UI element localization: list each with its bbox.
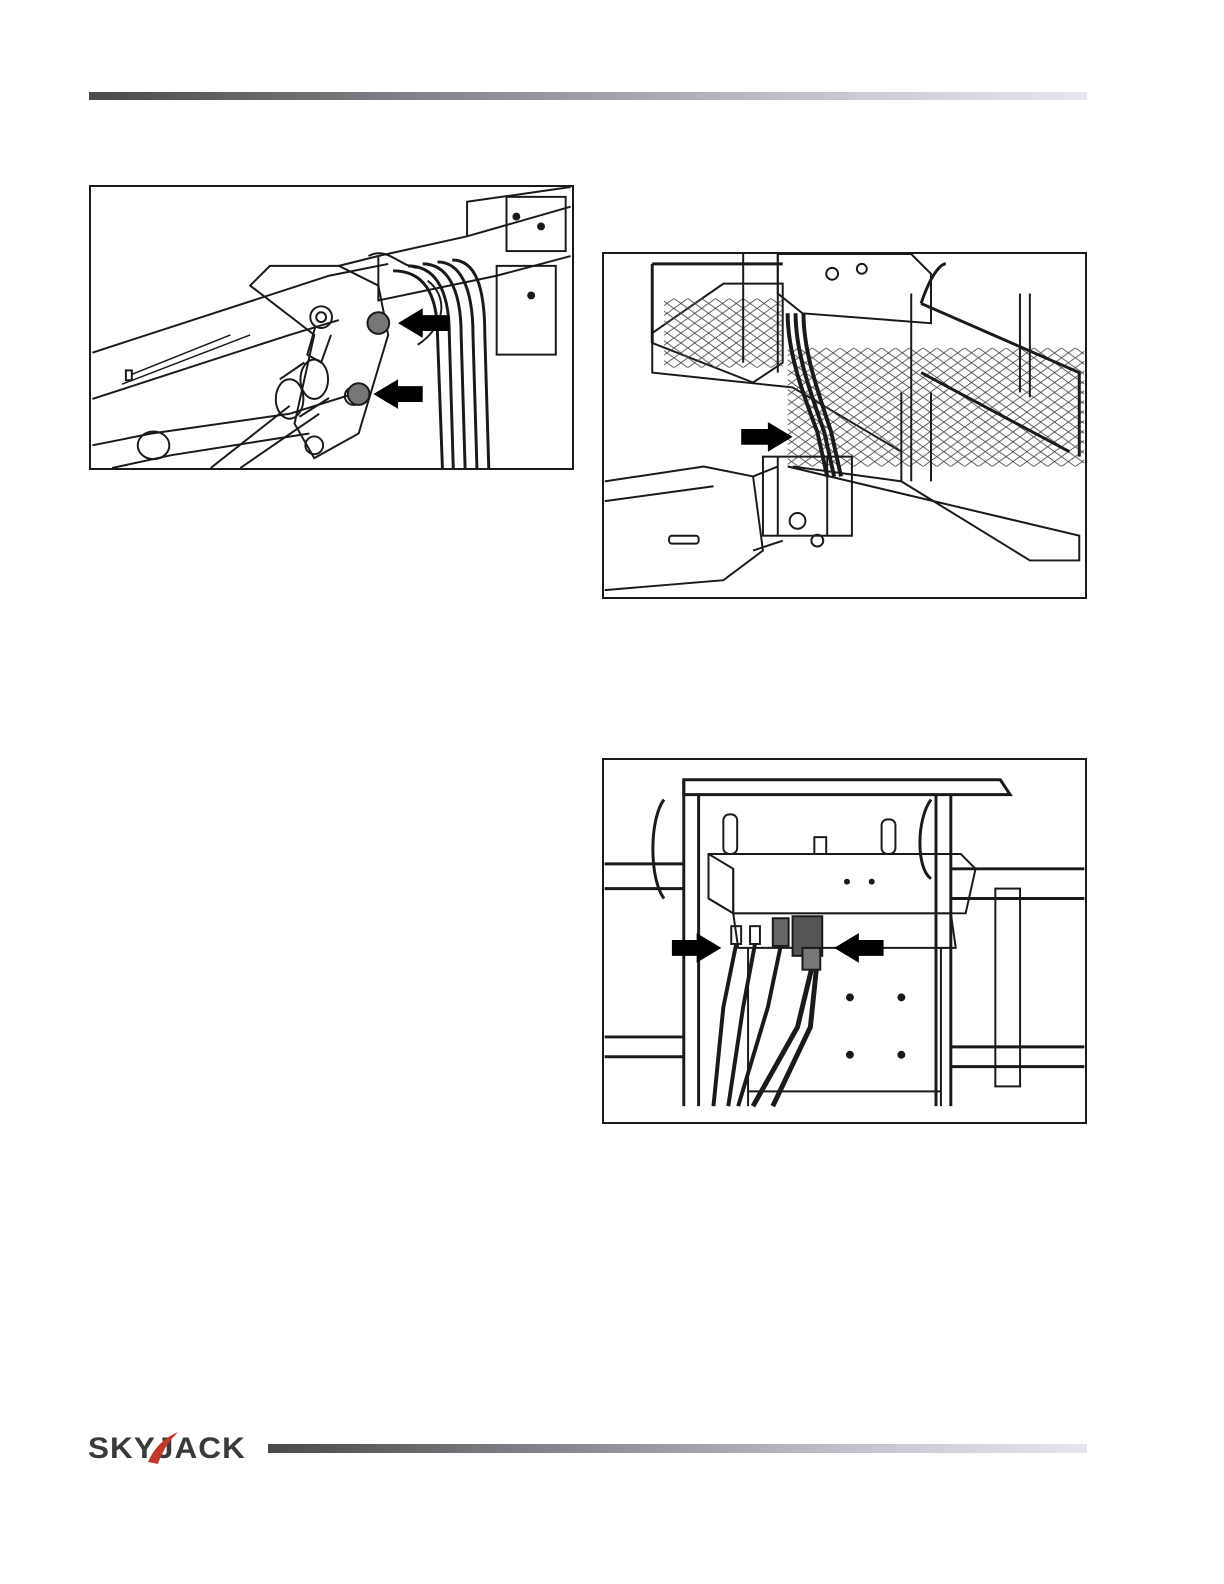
platform-hose-illustration [604, 254, 1085, 597]
arrow-hose-routing [741, 422, 792, 452]
arrow-lower-pin [373, 379, 422, 409]
figure-boom-pivot [89, 185, 574, 470]
boom-pivot-illustration [91, 187, 572, 468]
figure-platform-hose-routing [602, 252, 1087, 599]
arrow-right-connectors [834, 933, 883, 963]
figure-control-box-connectors [602, 758, 1087, 1124]
footer-rule [268, 1444, 1087, 1453]
header-rule [89, 92, 1087, 100]
logo-swoosh-icon [140, 1428, 180, 1468]
skyjack-logo: SKYJACK [88, 1428, 268, 1468]
control-box-illustration [604, 760, 1085, 1122]
arrow-left-connectors [672, 933, 721, 963]
